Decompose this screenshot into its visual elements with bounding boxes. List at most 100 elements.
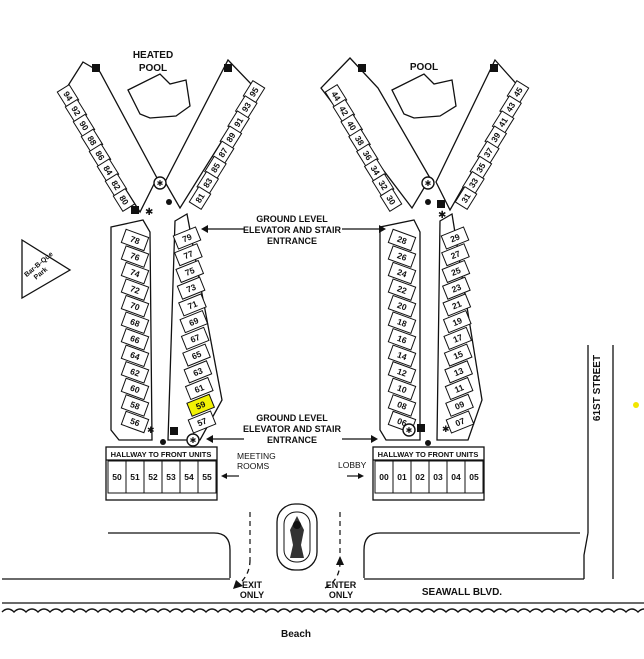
pool-shape (391, 73, 457, 119)
unit-64[interactable]: 64 (120, 344, 150, 368)
unit-07[interactable]: 07 (445, 410, 475, 434)
unit-09[interactable]: 09 (445, 393, 474, 417)
unit-54[interactable]: 54 (179, 460, 199, 494)
unit-08[interactable]: 08 (387, 394, 417, 417)
unit-04[interactable]: 04 (446, 460, 466, 494)
unit-75[interactable]: 75 (175, 259, 205, 284)
elevator-dot-icon (425, 440, 431, 446)
exit-arrow-icon (233, 559, 251, 589)
roads (2, 345, 644, 604)
elevator-top-callout: GROUND LEVEL ELEVATOR AND STAIR ENTRANCE (201, 214, 386, 246)
unit-20[interactable]: 20 (387, 294, 417, 318)
unit-30[interactable]: 30 (379, 187, 403, 213)
unit-51[interactable]: 51 (125, 460, 145, 494)
unit-55[interactable]: 55 (197, 460, 217, 494)
unit-25[interactable]: 25 (441, 259, 471, 284)
unit-27[interactable]: 27 (441, 243, 470, 267)
unit-10[interactable]: 10 (387, 377, 417, 401)
unit-71[interactable]: 71 (178, 293, 207, 317)
unit-73[interactable]: 73 (176, 276, 206, 300)
unit-76[interactable]: 76 (120, 245, 150, 268)
unit-cell (180, 326, 210, 351)
unit-05[interactable]: 05 (464, 460, 484, 494)
unit-cell (184, 376, 214, 401)
unit-80[interactable]: 80 (112, 187, 136, 213)
unit-number: 16 (396, 333, 409, 346)
unit-cell (188, 185, 212, 211)
unit-17[interactable]: 17 (443, 326, 473, 351)
unit-53[interactable]: 53 (161, 460, 181, 494)
unit-24[interactable]: 24 (387, 261, 417, 285)
unit-19[interactable]: 19 (442, 309, 472, 334)
unit-number: 73 (185, 282, 198, 295)
stair-square-icon (358, 64, 366, 72)
unit-cell (387, 361, 417, 384)
stair-square-icon (92, 64, 100, 72)
map-marker-dot (633, 402, 639, 408)
unit-13[interactable]: 13 (444, 360, 474, 384)
unit-68[interactable]: 68 (120, 311, 150, 335)
unit-50[interactable]: 50 (107, 460, 127, 494)
unit-31[interactable]: 31 (454, 185, 478, 211)
unit-16[interactable]: 16 (387, 327, 417, 351)
unit-63[interactable]: 63 (183, 360, 213, 384)
unit-81[interactable]: 81 (188, 185, 212, 211)
unit-cell (441, 276, 471, 300)
exit-label-line1: EXIT (242, 580, 263, 590)
unit-57[interactable]: 57 (187, 410, 217, 434)
unit-72[interactable]: 72 (120, 278, 150, 301)
unit-18[interactable]: 18 (387, 311, 417, 335)
unit-78[interactable]: 78 (120, 228, 150, 252)
unit-number: 20 (396, 300, 409, 313)
elevator-dot-icon (160, 439, 166, 445)
unit-02[interactable]: 02 (410, 460, 430, 494)
unit-21[interactable]: 21 (442, 293, 472, 317)
stair-square-icon (417, 424, 425, 432)
unit-23[interactable]: 23 (441, 276, 471, 300)
unit-number: 02 (415, 472, 425, 482)
unit-11[interactable]: 11 (444, 376, 474, 401)
unit-56[interactable]: 56 (120, 410, 150, 434)
unit-cell (197, 460, 217, 494)
unit-26[interactable]: 26 (387, 245, 417, 268)
unit-52[interactable]: 52 (143, 460, 163, 494)
unit-number: 79 (181, 231, 194, 244)
unit-77[interactable]: 77 (173, 243, 203, 267)
unit-60[interactable]: 60 (120, 377, 150, 401)
unit-69[interactable]: 69 (179, 309, 209, 334)
unit-cell (186, 393, 216, 417)
unit-59[interactable]: 59 (186, 393, 216, 417)
right-building-column-b-block (436, 212, 483, 441)
unit-79[interactable]: 79 (172, 226, 202, 250)
unit-61[interactable]: 61 (184, 376, 214, 401)
unit-00[interactable]: 00 (374, 460, 394, 494)
unit-number: 01 (397, 472, 407, 482)
unit-03[interactable]: 03 (428, 460, 448, 494)
svg-text:✱: ✱ (406, 426, 413, 435)
unit-28[interactable]: 28 (387, 228, 417, 252)
unit-cell (387, 394, 417, 417)
unit-29[interactable]: 29 (440, 226, 470, 250)
unit-number: 04 (451, 472, 461, 482)
pool-label: POOL (410, 62, 438, 73)
unit-22[interactable]: 22 (387, 278, 417, 301)
unit-01[interactable]: 01 (392, 460, 412, 494)
unit-number: 76 (129, 250, 142, 263)
unit-number: 56 (129, 416, 142, 429)
unit-15[interactable]: 15 (443, 343, 473, 367)
unit-number: 28 (396, 234, 409, 247)
unit-number: 15 (452, 349, 465, 362)
unit-cell (444, 360, 474, 384)
unit-14[interactable]: 14 (387, 344, 417, 368)
unit-74[interactable]: 74 (120, 261, 150, 285)
unit-cell (387, 261, 417, 285)
unit-67[interactable]: 67 (180, 326, 210, 351)
unit-12[interactable]: 12 (387, 361, 417, 384)
unit-70[interactable]: 70 (120, 294, 150, 318)
unit-number: 03 (433, 472, 443, 482)
unit-65[interactable]: 65 (182, 343, 211, 367)
unit-58[interactable]: 58 (120, 394, 150, 417)
unit-66[interactable]: 66 (120, 327, 150, 351)
unit-62[interactable]: 62 (120, 361, 150, 384)
